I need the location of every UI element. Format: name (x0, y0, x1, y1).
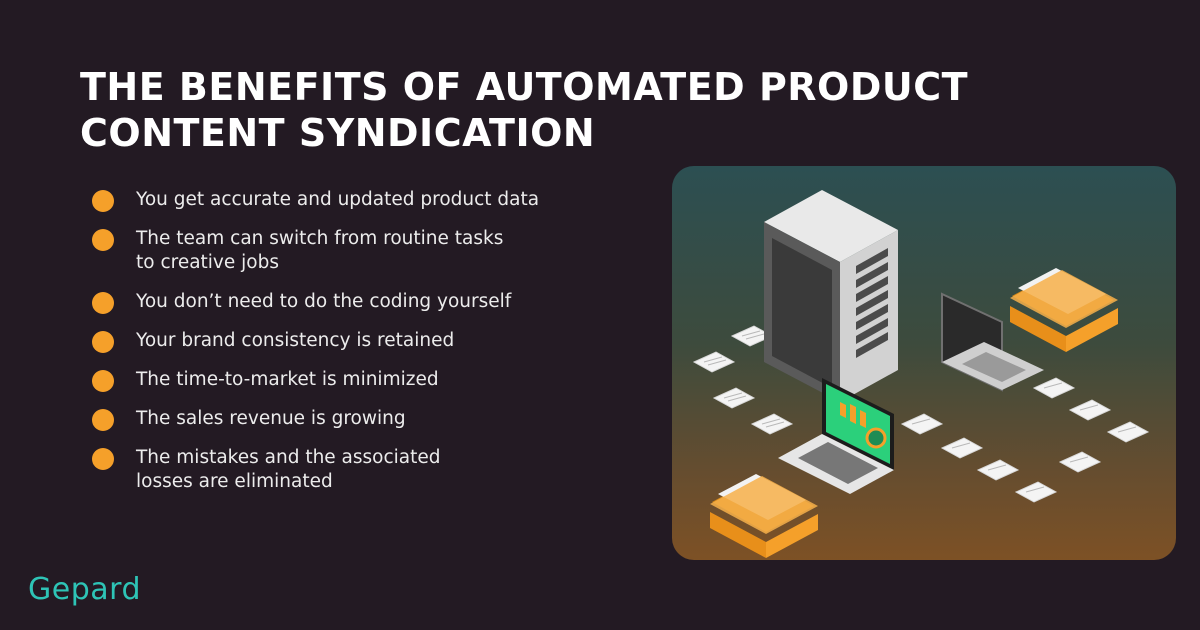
list-item: Your brand consistency is retained (92, 329, 632, 353)
title-line-2: CONTENT SYNDICATION (80, 111, 596, 155)
page-title: THE BENEFITS OF AUTOMATED PRODUCT CONTEN… (80, 64, 1040, 156)
folder-icon (710, 474, 818, 558)
list-item-text: The team can switch from routine tasks (136, 228, 504, 249)
list-item: The mistakes and the associated losses ar… (92, 446, 632, 494)
bullet-dot-icon (92, 190, 114, 212)
list-item: You don’t need to do the coding yourself (92, 290, 632, 314)
server-tower-icon (764, 190, 898, 402)
server-network-illustration (692, 190, 1150, 558)
gepard-logo: Gepard (28, 572, 141, 607)
document-lines-group (703, 330, 1137, 493)
bullet-dot-icon (92, 229, 114, 251)
isometric-illustration (672, 166, 1176, 560)
list-item-text: The time-to-market is minimized (136, 369, 439, 390)
list-item: The team can switch from routine tasks to… (92, 227, 632, 275)
list-item-text: The sales revenue is growing (136, 408, 406, 429)
list-item: The sales revenue is growing (92, 407, 632, 431)
list-item-text: The mistakes and the associated (136, 447, 441, 468)
laptop-icon (941, 292, 1044, 392)
list-item-text: You get accurate and updated product dat… (136, 189, 540, 210)
benefits-list: You get accurate and updated product dat… (92, 188, 632, 509)
bullet-dot-icon (92, 370, 114, 392)
analytics-laptop-icon (778, 378, 894, 494)
list-item-text: Your brand consistency is retained (136, 330, 455, 351)
list-item: The time-to-market is minimized (92, 368, 632, 392)
title-line-1: THE BENEFITS OF AUTOMATED PRODUCT (80, 65, 969, 109)
list-item-text: losses are eliminated (136, 471, 333, 492)
list-item-text: to creative jobs (136, 252, 279, 273)
list-item: You get accurate and updated product dat… (92, 188, 632, 212)
bullet-dot-icon (92, 448, 114, 470)
folder-icon (1010, 268, 1118, 352)
list-item-text: You don’t need to do the coding yourself (136, 291, 512, 312)
bullet-dot-icon (92, 292, 114, 314)
document-icon-group (692, 325, 1150, 503)
bullet-dot-icon (92, 409, 114, 431)
bullet-dot-icon (92, 331, 114, 353)
